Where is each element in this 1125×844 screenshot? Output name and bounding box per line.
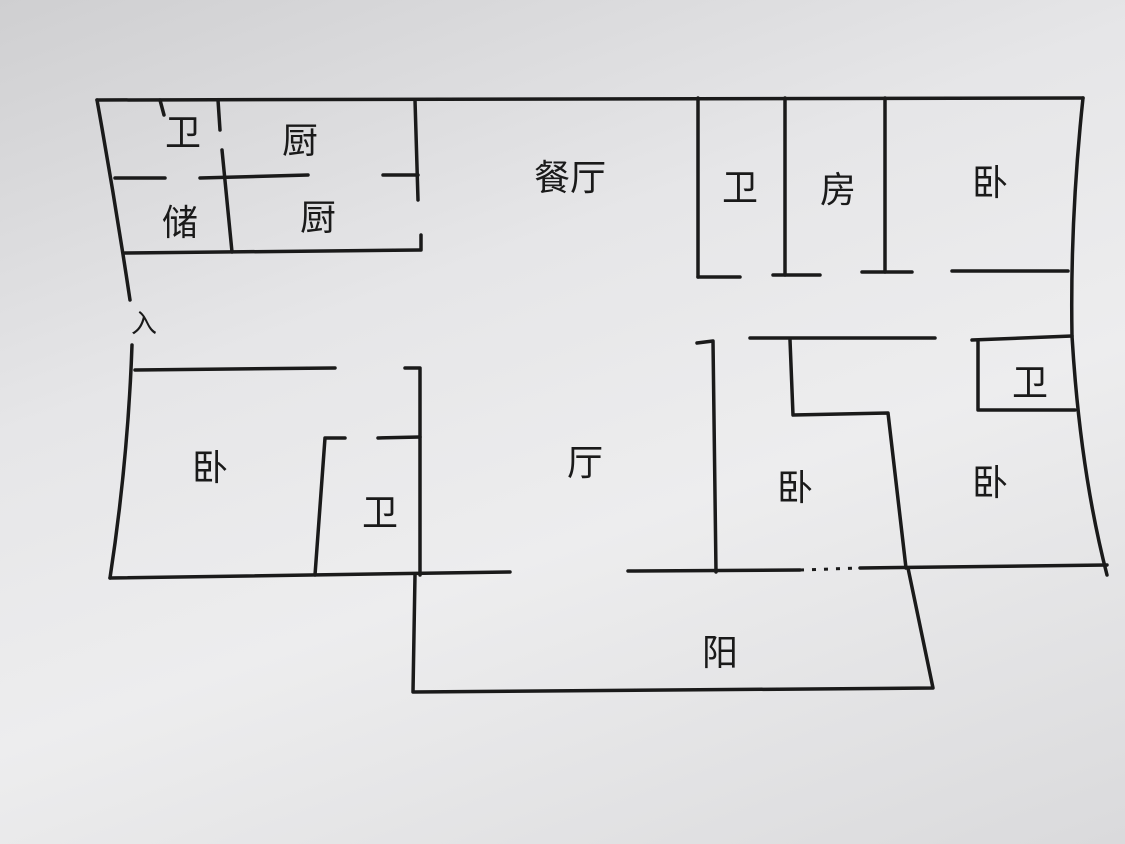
label-right-bath: 卫 [1012,363,1048,404]
left-bath-walls [313,435,422,577]
bath-kitchen-divider [158,98,234,254]
outer-top-wall [95,96,1085,102]
label-left-bath: 卫 [362,493,398,534]
label-study: 房 [820,170,856,211]
outer-right-wall [1069,96,1109,577]
kitchen-right-wall [413,98,423,252]
room-labels: 卫 厨 储 厨 餐厅 卫 房 卧 入 卧 卫 厅 卧 卫 卧 阳 [131,113,1048,674]
top-rooms-bottom [696,269,1070,279]
label-right-bedroom: 卧 [972,463,1008,504]
label-top-right-bedroom: 卧 [972,163,1008,204]
kitchen-block-bottom [123,248,422,255]
label-top-left-bath: 卫 [165,113,201,154]
label-middle-bedroom: 卧 [777,468,813,509]
south-wall-dotted [799,566,861,572]
label-left-bedroom: 卧 [192,448,228,489]
label-kitchen-bottom: 厨 [300,198,336,239]
walls [95,96,1109,694]
left-bedroom-walls [133,366,422,577]
label-living: 厅 [567,443,603,484]
middle-bedroom-walls [695,336,937,574]
south-wall [108,563,1109,580]
kitchen-mid-walls [113,173,420,180]
balcony-walls [411,566,935,694]
label-top-bath: 卫 [722,168,758,209]
right-bath-walls [970,334,1077,412]
label-dining: 餐厅 [534,158,606,199]
label-kitchen-top: 厨 [282,121,318,162]
outer-left-wall-lower [108,343,134,580]
outer-left-wall-upper [95,98,132,302]
label-balcony: 阳 [702,633,738,674]
top-rooms-dividers [696,96,887,279]
label-storage: 储 [162,203,198,244]
label-entrance: 入 [131,310,157,340]
